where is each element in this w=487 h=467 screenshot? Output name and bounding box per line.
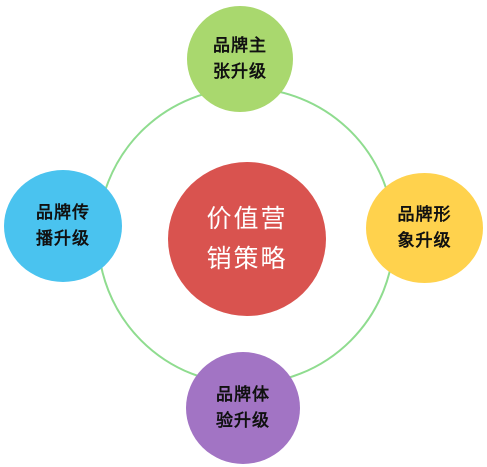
center-node-label: 价值营 销策略 bbox=[206, 204, 288, 273]
node-brand-communication-label: 品牌传 播升级 bbox=[36, 202, 90, 249]
node-brand-communication: 品牌传 播升级 bbox=[4, 170, 122, 282]
node-brand-image-label: 品牌形 象升级 bbox=[397, 204, 452, 251]
center-node: 价值营 销策略 bbox=[168, 162, 326, 316]
node-brand-experience: 品牌体 验升级 bbox=[186, 352, 300, 464]
node-brand-image: 品牌形 象升级 bbox=[366, 173, 483, 283]
node-brand-proposition: 品牌主 张升级 bbox=[187, 6, 293, 112]
node-brand-proposition-label: 品牌主 张升级 bbox=[213, 35, 267, 82]
node-brand-experience-label: 品牌体 验升级 bbox=[216, 384, 270, 431]
